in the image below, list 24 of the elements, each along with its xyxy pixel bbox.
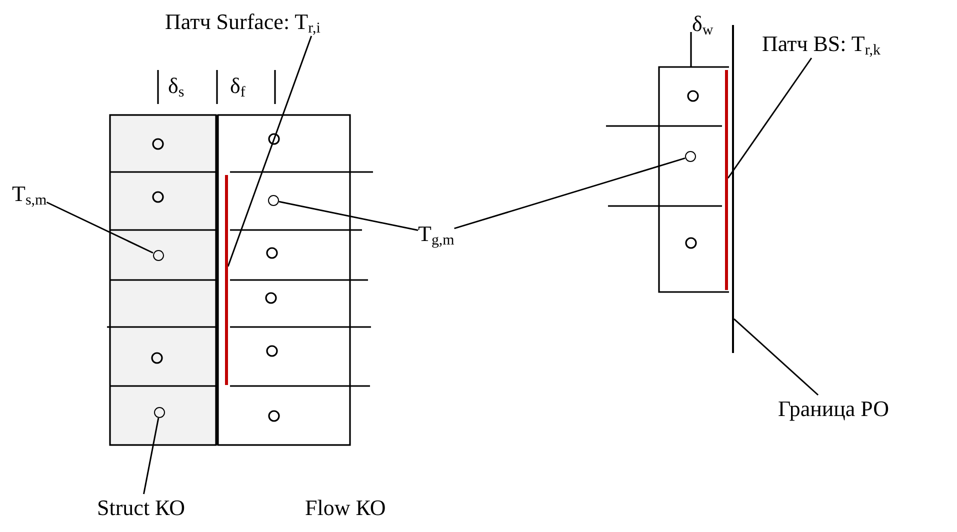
- leader-text: Struct КО: [97, 494, 186, 522]
- cell-center-point: [685, 151, 696, 162]
- patch-line: [725, 70, 728, 290]
- leader-line: [727, 58, 812, 179]
- cell-center-point: [154, 407, 165, 418]
- leader-line: [278, 200, 418, 231]
- dimension-label: Flow КО: [305, 494, 386, 522]
- leader-text: Патч BS: T$_{r,k}$: [762, 30, 880, 58]
- patch-line: [225, 175, 228, 385]
- leader-line: [143, 418, 160, 494]
- cell-center-point: [268, 195, 279, 206]
- leader-text: T$_{s,m}$: [12, 180, 47, 208]
- domain-boundary-line: [732, 25, 734, 353]
- cell-center-point: [153, 250, 164, 261]
- dimension-label: δ$_{w}$: [692, 10, 714, 38]
- leader-line: [46, 202, 154, 254]
- leader-text: T$_{g,m}$: [418, 220, 454, 248]
- dimension-label: δ$_{f}$: [230, 72, 246, 100]
- leader-line: [454, 157, 686, 230]
- dimension-label: δ$_{s}$: [168, 72, 184, 100]
- leader-text: Патч Surface: T$_{r,i}$: [165, 8, 320, 36]
- leader-line: [227, 36, 312, 267]
- leader-text: Граница РО: [778, 395, 890, 423]
- leader-line: [734, 318, 819, 396]
